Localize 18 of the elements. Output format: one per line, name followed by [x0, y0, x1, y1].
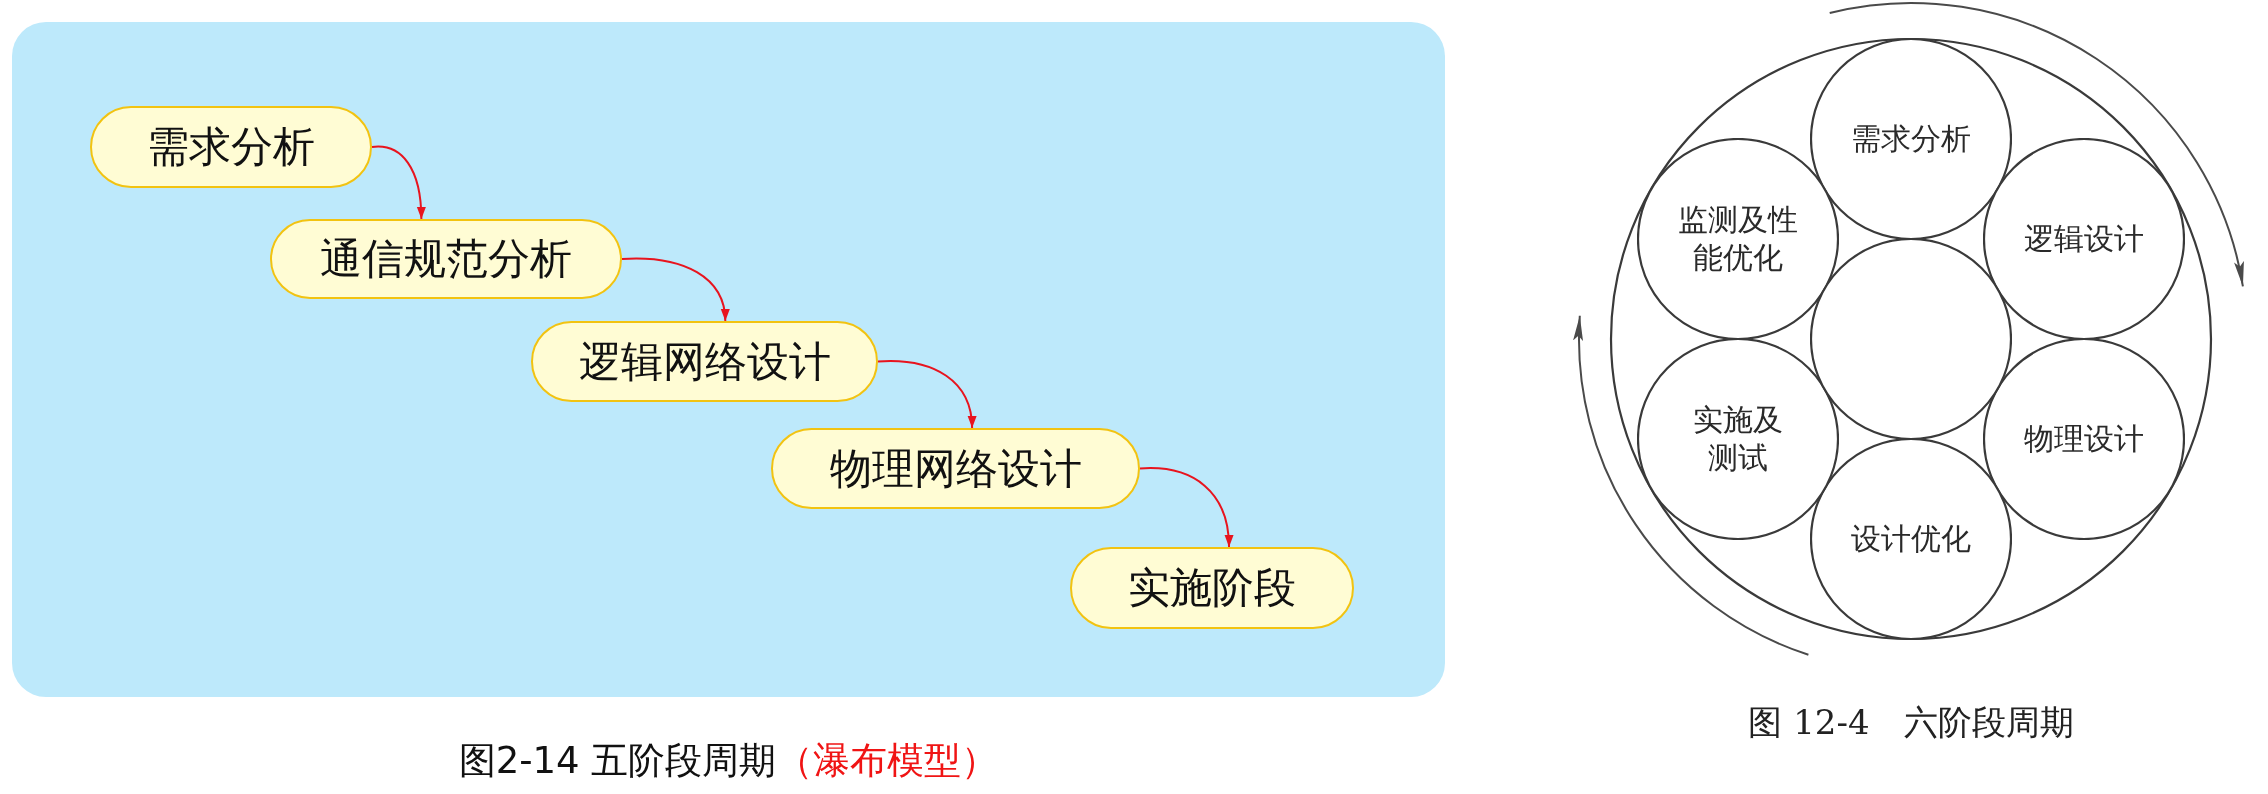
- arrow: [877, 360, 976, 429]
- stage-pill: 需求分析: [90, 106, 372, 188]
- stage-label: 物理设计: [2023, 420, 2145, 458]
- stage-pill: 实施阶段: [1070, 547, 1354, 629]
- stage-pill: 逻辑网络设计: [531, 321, 878, 402]
- stage-label: 设计优化: [1850, 520, 1972, 558]
- figure-caption: 图2-14 五阶段周期: [458, 738, 777, 784]
- figure-caption: 图 12-4 六阶段周期: [1748, 701, 2074, 743]
- stage-label: 逻辑设计: [2023, 220, 2145, 258]
- stage-label: 实施及测试: [1692, 401, 1784, 477]
- arrow: [621, 257, 729, 322]
- stage-label: 监测及性能优化: [1677, 201, 1799, 277]
- stage-pill: 通信规范分析: [270, 219, 622, 299]
- arrow: [371, 145, 426, 220]
- arrow: [1139, 467, 1233, 548]
- stage-pill: 物理网络设计: [771, 428, 1140, 509]
- stage-label: 需求分析: [1850, 120, 1972, 158]
- caption-note: （瀑布模型）: [776, 738, 999, 784]
